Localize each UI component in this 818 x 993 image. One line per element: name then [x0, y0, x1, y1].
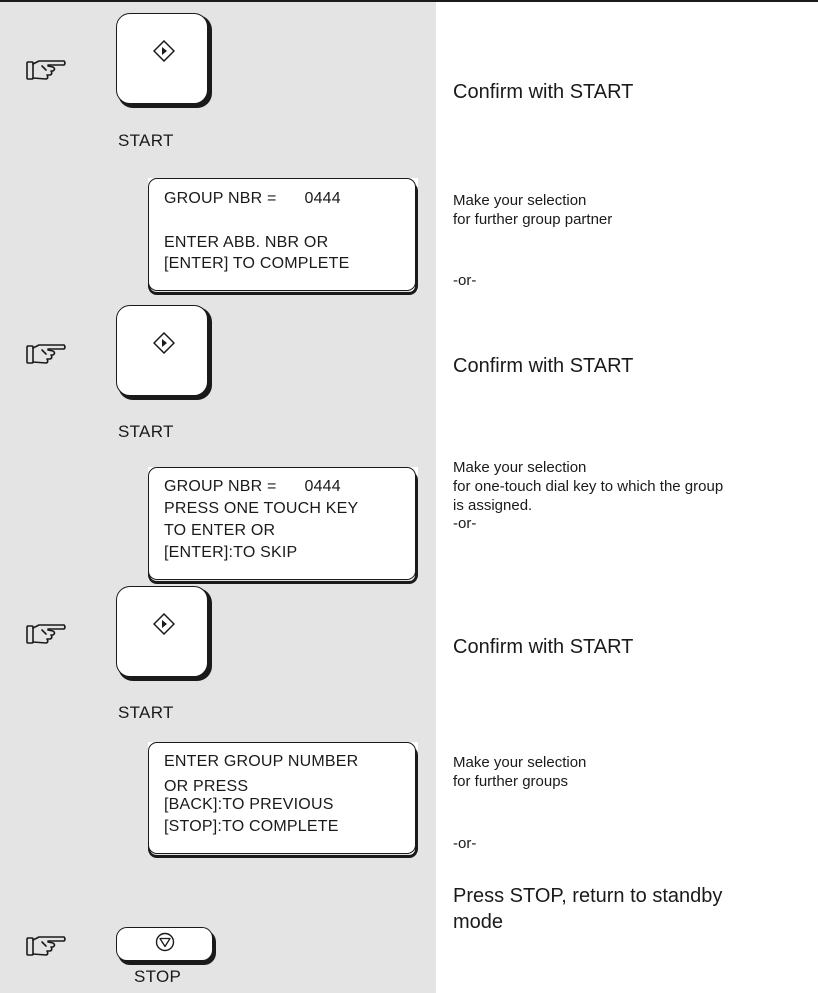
display-line: [ENTER]:TO SKIP [164, 544, 298, 561]
pointing-hand-icon [26, 624, 66, 644]
stop-button[interactable] [116, 927, 216, 965]
selection-instruction: for one-touch dial key to which the grou… [453, 478, 724, 495]
start-button[interactable] [116, 586, 212, 681]
start-diamond-icon [153, 40, 175, 62]
start-diamond-icon [153, 332, 175, 354]
start-button[interactable] [116, 305, 212, 400]
pointing-hand-icon [26, 60, 66, 80]
display-line: GROUP NBR = 0444 [164, 190, 341, 207]
lcd-display-2: GROUP NBR = 0444 PRESS ONE TOUCH KEY TO … [148, 467, 418, 584]
or-separator: -or- [453, 272, 477, 289]
start-key-label: START [118, 131, 174, 150]
stop-instruction: mode [453, 911, 504, 933]
or-separator: -or- [453, 515, 477, 532]
display-line: [STOP]:TO COMPLETE [164, 818, 339, 835]
selection-instruction: Make your selection [453, 459, 587, 476]
pointing-hand-icon [26, 936, 66, 956]
selection-instruction: Make your selection [453, 192, 587, 209]
display-line: OR PRESS [164, 778, 249, 795]
display-line: TO ENTER OR [164, 522, 276, 539]
display-line: GROUP NBR = 0444 [164, 478, 341, 495]
display-line: [BACK]:TO PREVIOUS [164, 796, 334, 813]
start-key-label: START [118, 422, 174, 441]
or-separator: -or- [453, 835, 477, 852]
lcd-display-1: GROUP NBR = 0444 ENTER ABB. NBR OR [ENTE… [148, 178, 418, 295]
confirm-start-instruction: Confirm with START [453, 636, 634, 658]
display-line: [ENTER] TO COMPLETE [164, 255, 350, 272]
start-diamond-icon [153, 613, 175, 635]
stop-key-label: STOP [134, 967, 182, 986]
top-rule [0, 0, 818, 2]
display-line: ENTER GROUP NUMBER [164, 753, 359, 770]
start-button[interactable] [116, 13, 212, 108]
display-line: ENTER ABB. NBR OR [164, 234, 329, 251]
selection-instruction: for further groups [453, 773, 569, 790]
lcd-display-3: ENTER GROUP NUMBER OR PRESS [BACK]:TO PR… [148, 742, 418, 858]
selection-instruction: is assigned. [453, 497, 533, 514]
display-line: PRESS ONE TOUCH KEY [164, 500, 359, 517]
stop-triangle-icon [155, 932, 175, 952]
selection-instruction: for further group partner [453, 211, 613, 228]
start-key-label: START [118, 703, 174, 722]
confirm-start-instruction: Confirm with START [453, 81, 634, 103]
stop-instruction: Press STOP, return to standby [453, 885, 723, 907]
pointing-hand-icon [26, 344, 66, 364]
confirm-start-instruction: Confirm with START [453, 355, 634, 377]
selection-instruction: Make your selection [453, 754, 587, 771]
